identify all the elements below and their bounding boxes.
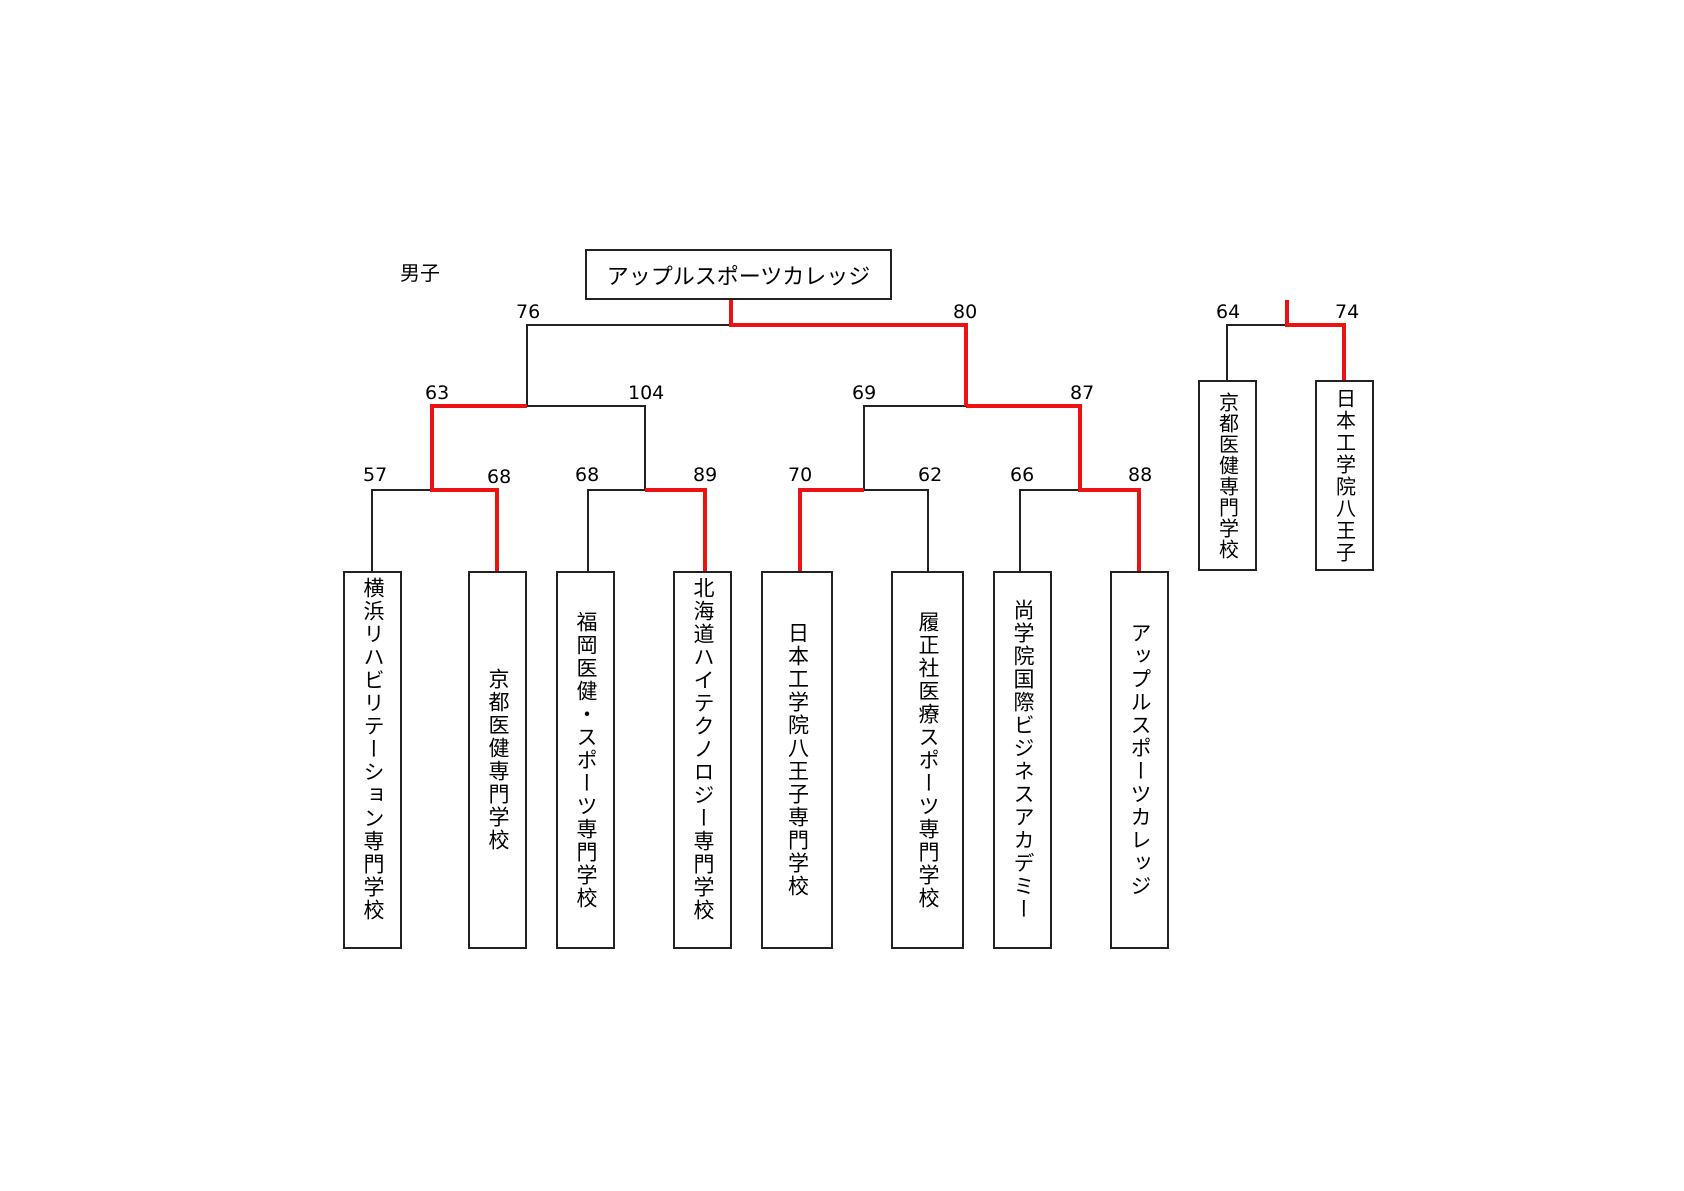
bracket-line xyxy=(371,489,432,571)
team-name: 尚学院国際ビジネスアカデミー xyxy=(1011,599,1035,921)
winner-line xyxy=(645,488,707,571)
score-r1-t8: 88 xyxy=(1128,464,1153,486)
score-r1-t6: 62 xyxy=(918,464,943,486)
score-side-left: 64 xyxy=(1216,301,1241,323)
team-box: 北海道ハイテクノロジー専門学校 xyxy=(673,571,732,949)
team-name: 日本工学院八王子専門学校 xyxy=(785,622,810,898)
bracket-line xyxy=(1226,324,1287,380)
score-final-left: 76 xyxy=(516,301,541,323)
team-box: 履正社医療スポーツ専門学校 xyxy=(891,571,964,949)
team-box: 京都医健専門学校 xyxy=(468,571,527,949)
score-r2-a: 63 xyxy=(425,382,450,404)
score-r2-b: 104 xyxy=(628,382,665,404)
team-name: 京都医健専門学校 xyxy=(486,668,510,852)
winner-line xyxy=(966,404,1141,571)
score-r1-t2: 68 xyxy=(487,466,512,488)
bracket-line xyxy=(863,405,966,490)
score-r2-c: 69 xyxy=(852,382,877,404)
team-name: アップルスポーツカレッジ xyxy=(1128,622,1152,898)
score-r1-t7: 66 xyxy=(1010,464,1035,486)
score-side-right: 74 xyxy=(1335,301,1360,323)
team-name: 北海道ハイテクノロジー専門学校 xyxy=(691,577,715,922)
team-name: 横浜リハビリテーション専門学校 xyxy=(361,577,385,922)
champion-name: アップルスポーツカレッジ xyxy=(606,264,871,290)
bracket-line xyxy=(527,405,646,490)
team-name: 日本工学院八王子 xyxy=(1332,387,1357,564)
score-final-right: 80 xyxy=(953,301,978,323)
bracket-line xyxy=(587,489,646,571)
team-box: 尚学院国際ビジネスアカデミー xyxy=(993,571,1052,949)
bracket-line xyxy=(526,324,731,406)
score-r1-t3: 68 xyxy=(575,464,600,486)
bracket-line xyxy=(1019,489,1080,571)
winner-line xyxy=(729,300,968,406)
winner-line xyxy=(798,488,864,571)
score-r1-t5: 70 xyxy=(788,464,813,486)
team-box: 日本工学院八王子専門学校 xyxy=(761,571,833,949)
team-box: 京都医健専門学校 xyxy=(1198,380,1257,571)
team-box: 日本工学院八王子 xyxy=(1315,380,1374,571)
score-r1-t4: 89 xyxy=(693,464,718,486)
champion-box: アップルスポーツカレッジ xyxy=(585,249,892,300)
team-name: 京都医健専門学校 xyxy=(1215,391,1240,560)
team-name: 履正社医療スポーツ専門学校 xyxy=(916,610,940,910)
score-r2-d: 87 xyxy=(1070,382,1095,404)
winner-line xyxy=(430,404,527,571)
team-box: 福岡医健・スポーツ専門学校 xyxy=(556,571,615,949)
winner-line xyxy=(1285,300,1346,380)
score-r1-t1: 57 xyxy=(363,464,388,486)
team-name: 福岡医健・スポーツ専門学校 xyxy=(574,610,598,910)
team-box: アップルスポーツカレッジ xyxy=(1110,571,1169,949)
section-label: 男子 xyxy=(400,261,440,285)
team-box: 横浜リハビリテーション専門学校 xyxy=(343,571,402,949)
bracket-line xyxy=(860,489,929,571)
